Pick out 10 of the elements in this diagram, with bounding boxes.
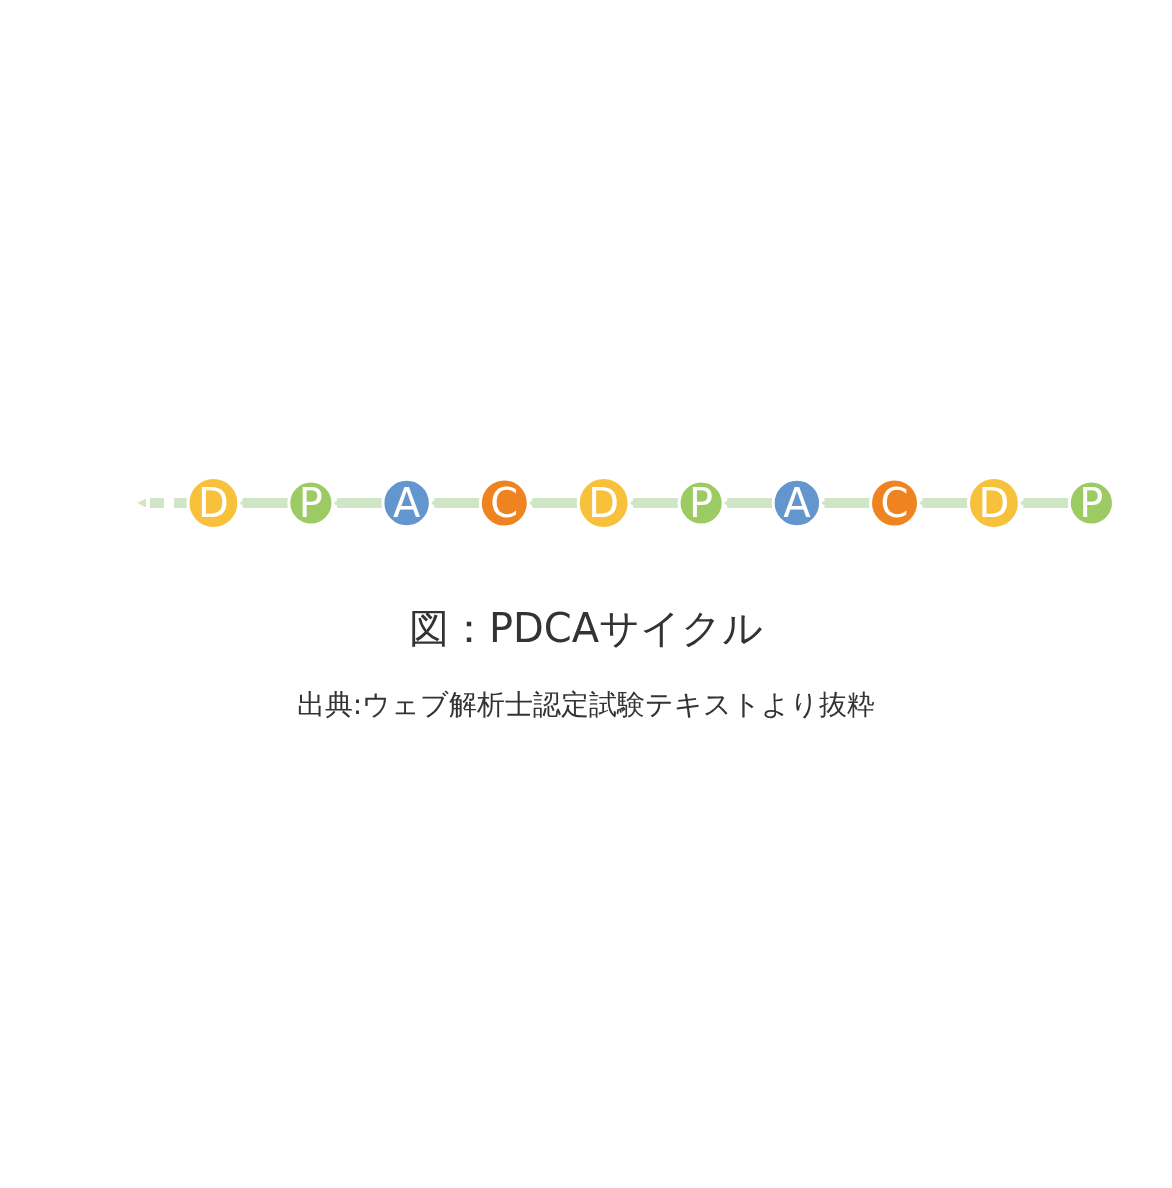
- node-circle: C: [479, 477, 531, 528]
- arrow: [1019, 497, 1071, 508]
- node-circle: A: [381, 477, 433, 528]
- node-circle: A: [771, 477, 823, 528]
- figure-caption: 図：PDCAサイクル: [408, 603, 764, 653]
- source-note: 出典:ウェブ解析士認定試験テキストより抜粋: [296, 686, 876, 723]
- node-circle: C: [869, 477, 921, 528]
- arrow: [238, 497, 290, 508]
- arrow: [820, 497, 872, 508]
- arrow: [430, 497, 482, 508]
